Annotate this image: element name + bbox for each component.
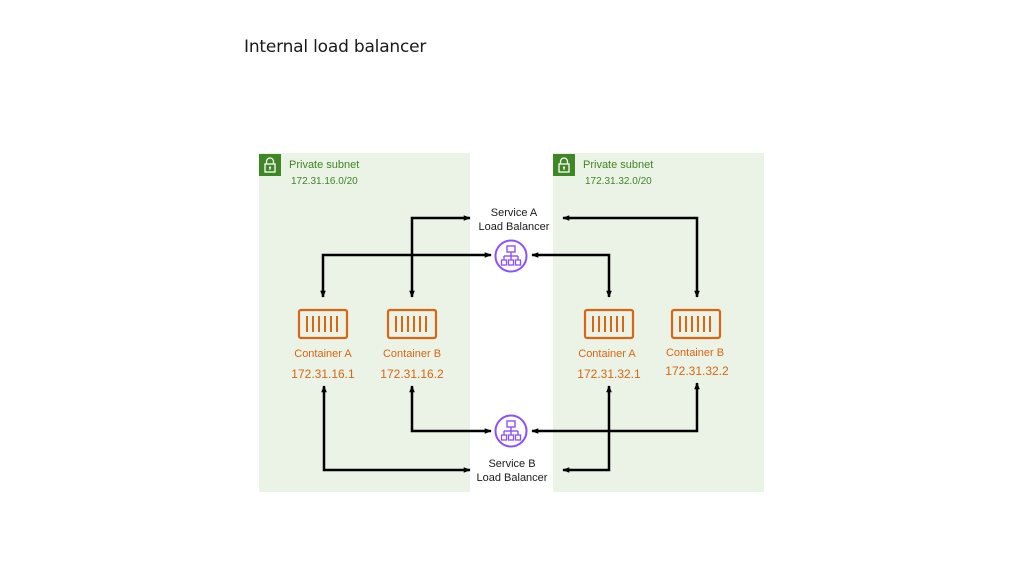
container-name: Container A xyxy=(578,348,636,360)
lb-name: Service A xyxy=(490,207,538,219)
arrow-lbA-to-containerA-left xyxy=(320,252,492,298)
container-icon xyxy=(583,308,635,340)
lb-name: Service B xyxy=(488,458,536,470)
arrow-lbB-to-containerB-left xyxy=(409,385,492,434)
arrow-lbB-to-containerA-left xyxy=(321,385,471,473)
service-a-label: Service A Load Balancer xyxy=(469,206,559,234)
container-ip: 172.31.16.2 xyxy=(380,367,444,381)
load-balancer-icon xyxy=(494,414,528,448)
service-b-label: Service B Load Balancer xyxy=(467,457,557,485)
subnet-name: Private subnet xyxy=(289,159,360,171)
arrow-lbA-to-containerB-right xyxy=(562,215,700,298)
container-icon xyxy=(670,308,722,340)
container-name: Container A xyxy=(294,348,352,360)
subnet-name: Private subnet xyxy=(583,159,654,171)
container-icon xyxy=(297,308,349,340)
container-ip: 172.31.32.1 xyxy=(577,367,641,381)
lock-icon xyxy=(259,154,281,176)
lb-type: Load Balancer xyxy=(478,221,550,233)
container-ip: 172.31.32.2 xyxy=(665,364,729,378)
container-name: Container B xyxy=(382,348,442,360)
subnet-cidr: 172.31.32.0/20 xyxy=(585,176,652,187)
lock-icon xyxy=(553,154,575,176)
load-balancer-icon xyxy=(494,239,528,273)
container-icon xyxy=(386,308,438,340)
container-ip: 172.31.16.1 xyxy=(291,367,355,381)
arrow-lbB-to-containerB-right xyxy=(531,382,700,434)
page-title: Internal load balancer xyxy=(244,37,427,57)
subnet-cidr: 172.31.16.0/20 xyxy=(291,176,358,187)
arrow-lbB-to-containerA-right xyxy=(562,385,612,473)
lb-type: Load Balancer xyxy=(476,472,548,484)
arrow-lbA-to-containerB-left xyxy=(409,215,471,298)
arrow-lbA-to-containerA-right xyxy=(531,252,612,298)
container-name: Container B xyxy=(665,347,725,359)
